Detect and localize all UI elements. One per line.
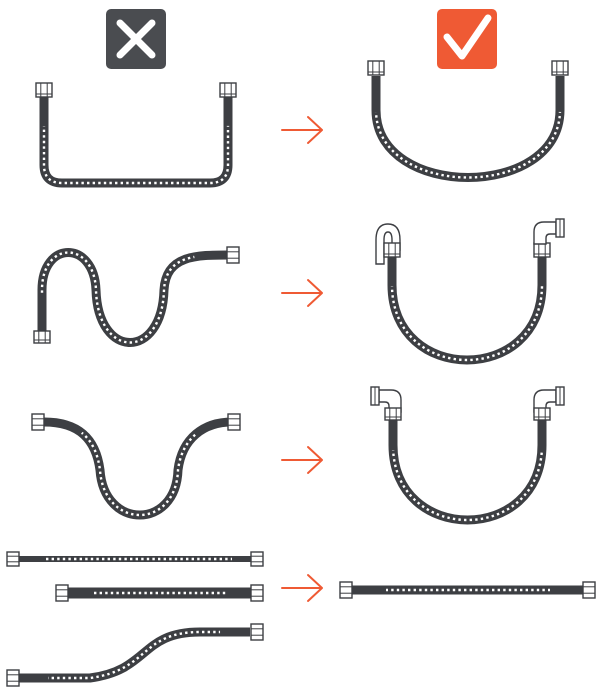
fitting-nut	[534, 408, 550, 420]
fitting-nut	[251, 552, 263, 566]
fitting-nut	[34, 331, 50, 343]
fitting-nut	[7, 670, 19, 686]
fitting-nut	[32, 414, 44, 430]
fitting-nut	[228, 414, 240, 430]
hose-s-bend-kinked	[42, 253, 230, 343]
fitting-nut	[340, 582, 352, 598]
hose-u-curve-with-gooseneck-and-elbow	[392, 256, 542, 360]
fitting-nut	[583, 582, 595, 598]
fitting-nut	[7, 552, 19, 566]
fitting-nut	[384, 243, 400, 257]
fitting-nut	[251, 624, 263, 640]
hose-gentle-u-curve	[376, 76, 560, 178]
fitting-nut	[385, 408, 401, 420]
correct-badge	[437, 9, 497, 69]
elbow-fitting-icon	[534, 219, 564, 244]
hose-sagging-long	[44, 96, 228, 183]
arrow-right-icon	[282, 280, 322, 306]
arrow-right-icon	[282, 117, 322, 143]
hose-offset-misaligned	[18, 632, 250, 678]
fitting-nut	[220, 83, 236, 97]
fitting-nut	[56, 585, 68, 601]
fitting-nut	[227, 247, 239, 263]
hose-wavy-u	[44, 422, 232, 515]
fitting-nut	[534, 243, 550, 257]
arrow-right-icon	[282, 447, 322, 473]
hose-u-curve-with-elbows	[393, 420, 542, 520]
fitting-nut	[552, 61, 568, 75]
arrow-right-icon	[282, 575, 322, 601]
fitting-nut	[251, 585, 263, 601]
incorrect-badge	[106, 9, 166, 69]
fitting-nut	[36, 83, 52, 97]
fitting-nut	[368, 61, 384, 75]
